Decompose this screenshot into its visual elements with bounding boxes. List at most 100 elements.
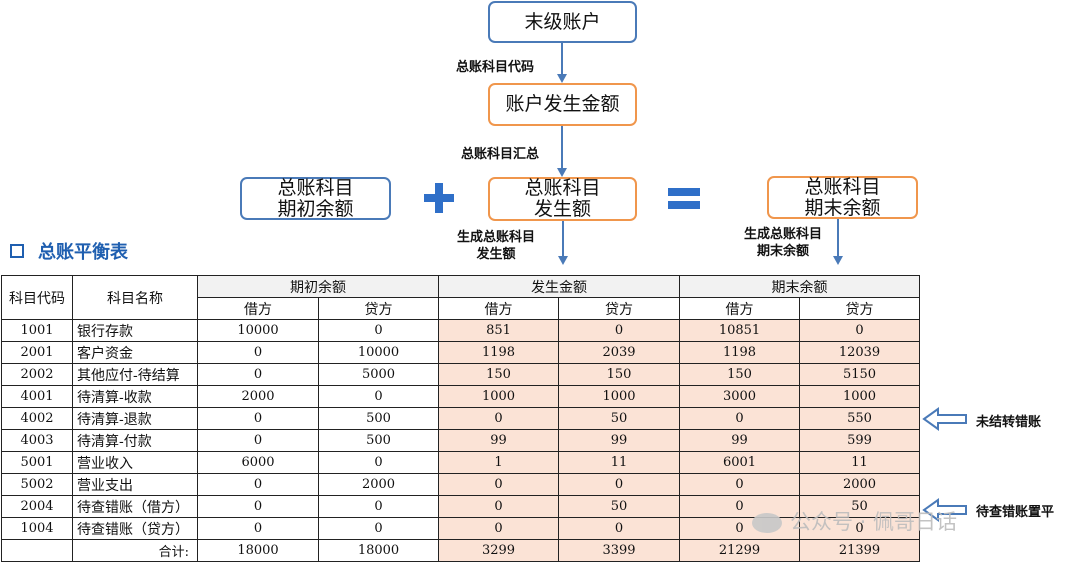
cell-amount: 11 xyxy=(558,451,680,474)
annotation-pending-balanced: 待查错账置平 xyxy=(976,505,1055,520)
cell-amount: 0 xyxy=(197,495,319,518)
total-cell: 21399 xyxy=(799,539,920,562)
header-opening: 期初余额 xyxy=(197,275,439,298)
cell-amount: 550 xyxy=(799,407,920,430)
cell-amount: 851 xyxy=(438,319,559,342)
cell-name: 银行存款 xyxy=(72,319,198,342)
cell-amount: 0 xyxy=(197,429,319,452)
cell-amount: 0 xyxy=(197,517,319,540)
cell-code: 2004 xyxy=(1,495,73,518)
cell-code: 4002 xyxy=(1,407,73,430)
cell-amount: 1000 xyxy=(438,385,559,408)
cell-amount: 0 xyxy=(799,319,920,342)
cell-amount: 50 xyxy=(558,495,680,518)
header-debit: 借方 xyxy=(679,297,800,320)
cell-amount: 0 xyxy=(679,473,800,496)
label-gen-closing: 生成总账科目 期末余额 xyxy=(743,227,822,259)
cell-amount: 0 xyxy=(197,407,319,430)
label-account-code: 总账科目代码 xyxy=(456,60,535,75)
cell-amount: 1000 xyxy=(799,385,920,408)
cell-name: 待清算-收款 xyxy=(72,385,198,408)
cell-name: 待清算-退款 xyxy=(72,407,198,430)
box-leaf-label: 末级账户 xyxy=(524,10,601,33)
header-name: 科目名称 xyxy=(72,275,198,320)
box-occurrence-label: 总账科目 发生额 xyxy=(524,177,601,220)
cell-amount: 10000 xyxy=(318,341,439,364)
cell-amount: 5000 xyxy=(318,363,439,386)
cell-amount: 12039 xyxy=(799,341,920,364)
arrow-left-icon xyxy=(922,407,967,431)
cell-code: 1001 xyxy=(1,319,73,342)
cell-name: 客户资金 xyxy=(72,341,198,364)
box-closing-label: 总账科目 期末余额 xyxy=(804,175,881,219)
header-closing: 期末余额 xyxy=(679,275,920,298)
cell-amount: 1198 xyxy=(438,341,559,364)
cell-code: 5002 xyxy=(1,473,73,496)
label-gen-occurrence: 生成总账科目 发生额 xyxy=(456,230,535,262)
cell-amount: 0 xyxy=(318,517,439,540)
cell-code: 1004 xyxy=(1,517,73,540)
cell-amount: 0 xyxy=(438,473,559,496)
header-credit: 贷方 xyxy=(799,297,920,320)
total-cell: 3299 xyxy=(438,539,559,562)
cell-amount: 5150 xyxy=(799,363,920,386)
cell-amount: 2000 xyxy=(318,473,439,496)
cell-amount: 2039 xyxy=(558,341,680,364)
cell-amount: 0 xyxy=(197,341,319,364)
cell-name: 营业收入 xyxy=(72,451,198,474)
header-debit: 借方 xyxy=(438,297,559,320)
cell-amount: 0 xyxy=(318,385,439,408)
cell-amount: 1000 xyxy=(558,385,680,408)
cell-amount: 6001 xyxy=(679,451,800,474)
cell-amount: 6000 xyxy=(197,451,319,474)
cell-amount: 2000 xyxy=(197,385,319,408)
annotation-unsettled: 未结转错账 xyxy=(976,415,1042,430)
box-closing-balance: 总账科目 期末余额 xyxy=(767,176,918,219)
wechat-icon xyxy=(752,513,782,533)
cell-amount: 99 xyxy=(679,429,800,452)
header-credit: 贷方 xyxy=(558,297,680,320)
cell-amount: 0 xyxy=(318,495,439,518)
box-occurrence: 总账科目 发生额 xyxy=(488,177,637,221)
cell-amount: 50 xyxy=(799,495,920,518)
cell-amount: 150 xyxy=(438,363,559,386)
plus-icon-bar xyxy=(424,194,454,202)
cell-amount: 0 xyxy=(799,517,920,540)
square-bullet-icon xyxy=(10,244,24,258)
cell-amount: 99 xyxy=(558,429,680,452)
header-debit: 借方 xyxy=(197,297,319,320)
ledger-balance-table: 科目代码 科目名称 期初余额 发生金额 期末余额 借方 贷方 借方 贷方 借方 … xyxy=(1,275,920,562)
box-opening-balance: 总账科目 期初余额 xyxy=(240,177,391,220)
cell-amount: 1198 xyxy=(679,341,800,364)
cell-amount: 0 xyxy=(197,363,319,386)
total-cell: 21299 xyxy=(679,539,800,562)
cell-code: 2001 xyxy=(1,341,73,364)
watermark: 公众号 · 佩哥日话 xyxy=(752,506,957,536)
cell-name: 待清算-付款 xyxy=(72,429,198,452)
equals-icon xyxy=(668,188,700,196)
cell-code: 2002 xyxy=(1,363,73,386)
cell-amount: 3000 xyxy=(679,385,800,408)
cell-name: 其他应付-待结算 xyxy=(72,363,198,386)
cell-amount: 0 xyxy=(558,319,680,342)
cell-amount: 500 xyxy=(318,429,439,452)
box-opening-label: 总账科目 期初余额 xyxy=(277,176,354,220)
cell-code: 4003 xyxy=(1,429,73,452)
cell-amount: 10851 xyxy=(679,319,800,342)
arrow-left-icon xyxy=(922,498,967,522)
total-cell: 18000 xyxy=(197,539,319,562)
cell-amount: 0 xyxy=(679,407,800,430)
table-total-row: 合计: 18000 18000 3299 3399 21299 21399 xyxy=(1,539,920,562)
cell-amount: 0 xyxy=(558,517,680,540)
cell-amount: 500 xyxy=(318,407,439,430)
cell-amount: 0 xyxy=(558,473,680,496)
section-title: 总账平衡表 xyxy=(10,238,128,264)
cell-amount: 99 xyxy=(438,429,559,452)
total-spacer xyxy=(1,539,73,562)
cell-amount: 0 xyxy=(438,407,559,430)
